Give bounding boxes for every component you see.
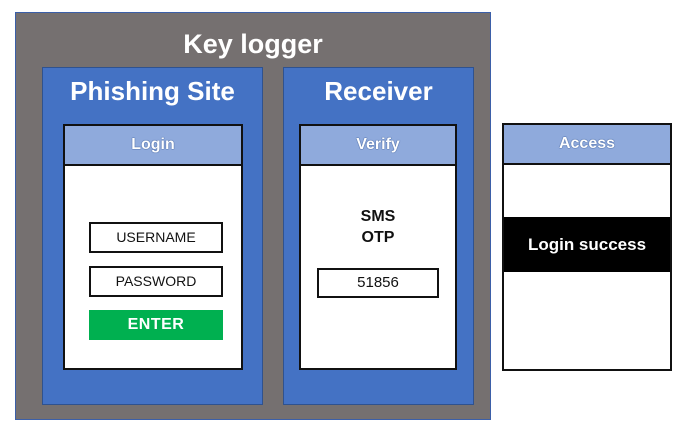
login-header: Login (65, 126, 241, 166)
verify-card: Verify SMS OTP 51856 (299, 124, 457, 370)
keylogger-box: Key logger Phishing Site Login USERNAME … (15, 12, 491, 420)
phishing-site-panel: Phishing Site Login USERNAME PASSWORD EN… (42, 67, 263, 405)
receiver-title: Receiver (324, 76, 433, 106)
access-card: Access Login success (502, 123, 672, 371)
sms-label: SMS (360, 208, 396, 225)
password-field[interactable]: PASSWORD (89, 266, 223, 297)
username-field[interactable]: USERNAME (89, 222, 223, 253)
login-card: Login USERNAME PASSWORD ENTER (63, 124, 243, 370)
otp-label: OTP (361, 229, 395, 246)
verify-header: Verify (301, 126, 455, 166)
otp-code-field[interactable]: 51856 (317, 268, 439, 298)
sms-otp-label: SMS OTP (301, 206, 455, 248)
login-success-banner: Login success (504, 217, 670, 272)
phishing-site-title: Phishing Site (70, 76, 235, 106)
access-header: Access (504, 125, 670, 165)
receiver-panel: Receiver Verify SMS OTP 51856 (283, 67, 474, 405)
keylogger-title: Key logger (183, 29, 323, 59)
enter-button[interactable]: ENTER (89, 310, 223, 340)
